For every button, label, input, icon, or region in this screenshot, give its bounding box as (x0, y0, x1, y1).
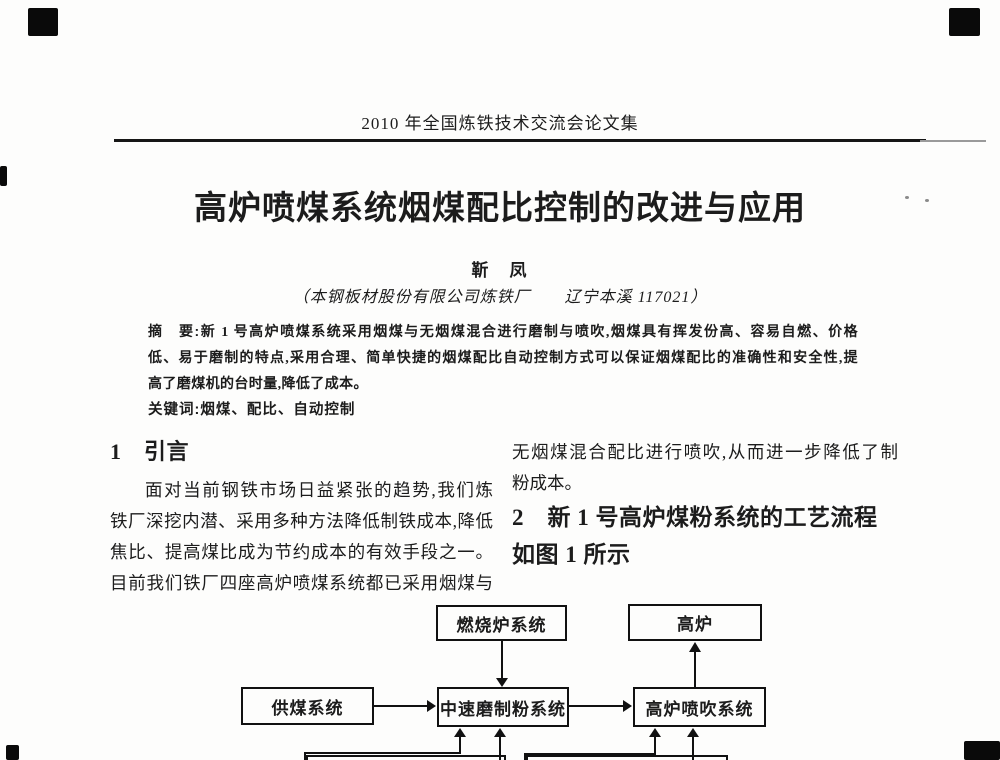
author-name: 靳 凤 (471, 261, 529, 280)
right-column: 无烟煤混合配比进行喷吹,从而进一步降低了制 粉成本。 2 新 1 号高炉煤粉系统… (512, 437, 898, 573)
abstract-label: 摘 要: (148, 323, 200, 339)
section1-line-1: 面对当前钢铁市场日益紧张的趋势,我们炼 (145, 480, 493, 500)
abstract-line-2: 低、易于磨制的特点,采用合理、简单快捷的烟煤配比自动控制方式可以保证烟煤配比的准… (148, 351, 858, 366)
arrowhead-right-to-injection (623, 700, 632, 712)
box-blast-furnace: 高炉 (628, 604, 762, 641)
section1-cont-line-2: 粉成本。 (512, 473, 582, 493)
arrowhead-down-to-mill (496, 678, 508, 687)
box-coal-supply-system: 供煤系统 (241, 687, 374, 725)
section1-heading: 1 引言 (110, 439, 190, 464)
abstract-line-1: 摘 要:新 1 号高炉喷煤系统采用烟煤与无烟煤混合进行磨制与喷吹,烟煤具有挥发份… (148, 318, 858, 346)
arrowhead-right-to-mill (427, 700, 436, 712)
abstract-block: 摘 要:新 1 号高炉喷煤系统采用烟煤与无烟煤混合进行磨制与喷吹,烟煤具有挥发份… (148, 318, 858, 398)
abstract-text-1: 新 1 号高炉喷煤系统采用烟煤与无烟煤混合进行磨制与喷吹,烟煤具有挥发份高、容易… (199, 325, 859, 340)
partial-box-top-right (526, 755, 728, 760)
proceedings-running-head: 2010 年全国炼铁技术交流会论文集 (361, 114, 639, 133)
header-rule (114, 139, 926, 142)
section1-line-2: 铁厂深挖内潜、采用多种方法降低制铁成本,降低 (110, 511, 493, 531)
keywords-label: 关键词: (148, 402, 201, 418)
arrowhead-up-mill-b (494, 728, 506, 737)
section1-line-4: 目前我们铁厂四座高炉喷煤系统都已采用烟煤与 (110, 573, 493, 593)
abstract-line-3: 高了磨煤机的台时量,降低了成本。 (148, 377, 368, 392)
left-column: 1 引言 面对当前钢铁市场日益紧张的趋势,我们炼 铁厂深挖内潜、采用多种方法降低… (110, 437, 493, 599)
arrowhead-up-to-bf (689, 642, 701, 652)
scan-mark-bottom-left (6, 745, 19, 760)
section1-line-3: 焦比、提高煤比成为节约成本的有效手段之一。 (110, 542, 493, 562)
author-affiliation: （本钢板材股份有限公司炼铁厂 辽宁本溪 117021） (292, 289, 708, 306)
scan-mark-bottom-right (964, 741, 1000, 760)
partial-box-top-left (306, 755, 506, 760)
arrowhead-up-mill-a (454, 728, 466, 737)
elbow-connector-right (524, 737, 656, 760)
header-rule-tail (920, 140, 986, 142)
scan-mark-top-right (949, 8, 980, 36)
flow-connectors (304, 641, 728, 760)
scan-speck (925, 199, 929, 202)
arrowhead-up-injection-b (687, 728, 699, 737)
scan-speck (905, 196, 909, 199)
arrowhead-up-injection-a (649, 728, 661, 737)
box-bf-injection-system: 高炉喷吹系统 (633, 687, 766, 727)
section2-heading-line-1: 2 新 1 号高炉煤粉系统的工艺流程 (512, 505, 878, 530)
keywords-text: 烟煤、配比、自动控制 (200, 402, 356, 418)
elbow-connector-left (304, 737, 461, 760)
keywords-line: 关键词:烟煤、配比、自动控制 (148, 398, 355, 419)
section1-cont-line-1: 无烟煤混合配比进行喷吹,从而进一步降低了制 (512, 442, 898, 462)
figure1-flow-diagram: 燃烧炉系统 高炉 供煤系统 中速磨制粉系统 高炉喷吹系统 (0, 595, 1000, 760)
paper-title: 高炉喷煤系统烟煤配比控制的改进与应用 (194, 189, 806, 226)
scan-mark-left-edge (0, 166, 7, 186)
box-combustion-furnace-system: 燃烧炉系统 (436, 605, 567, 641)
box-mid-speed-milling-system: 中速磨制粉系统 (437, 687, 569, 727)
section2-heading-line-2: 如图 1 所示 (512, 542, 631, 567)
scan-mark-top-left (28, 8, 58, 36)
